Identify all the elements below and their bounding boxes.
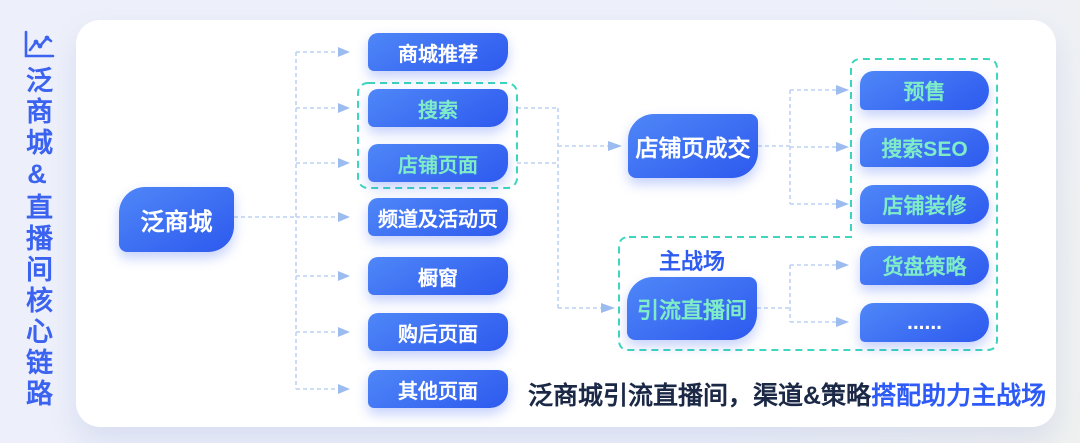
node-search: 搜索 [368, 89, 508, 127]
node-post-purchase: 购后页面 [368, 313, 508, 351]
node-other-pages: 其他页面 [368, 370, 508, 408]
node-ellipsis: ...... [860, 303, 989, 342]
caption-blue-text: 搭配助力主战场 [871, 382, 1047, 410]
node-showcase: 橱窗 [368, 257, 508, 295]
node-search-seo: 搜索SEO [860, 128, 989, 167]
node-presale: 预售 [860, 71, 989, 110]
caption: 泛商城引流直播间，渠道&策略搭配助力主战场 [528, 376, 1046, 412]
line-chart-icon [24, 30, 55, 58]
main-battlefield-label: 主战场 [658, 249, 725, 274]
page-title: 泛商城&直播间核心链路 [22, 66, 52, 410]
node-shop-page: 店铺页面 [368, 144, 508, 182]
side-heading: 泛商城&直播间核心链路 [14, 30, 66, 410]
node-channel-activity: 频道及活动页 [368, 198, 508, 236]
node-shop-decoration: 店铺装修 [860, 185, 989, 224]
caption-dark-text: 泛商城引流直播间，渠道&策略 [528, 382, 872, 410]
node-goods-strategy: 货盘策略 [860, 246, 989, 285]
node-traffic-livestream: 引流直播间 [627, 277, 757, 340]
node-shop-page-deal: 店铺页成交 [628, 114, 758, 178]
node-pan-mall: 泛商城 [119, 187, 234, 252]
node-mall-recommend: 商城推荐 [368, 33, 508, 71]
